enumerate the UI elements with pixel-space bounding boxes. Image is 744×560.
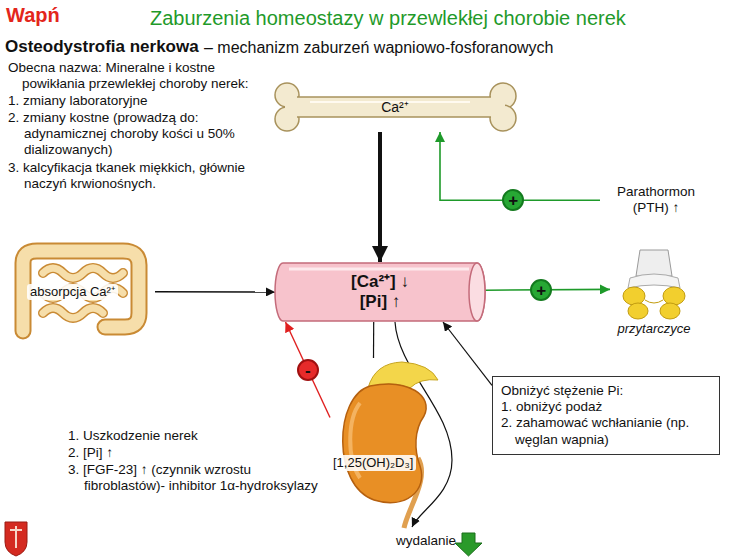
university-logo: [5, 522, 27, 556]
intestine-shape: [23, 251, 139, 331]
node-text: Obniżyć stężenie Pi:: [501, 383, 711, 399]
node-text: Ca²⁺: [270, 99, 520, 116]
filtration-line: [373, 322, 374, 358]
bone-illustration: Ca²⁺: [270, 82, 520, 132]
subtitle: Osteodystrofia nerkowa: [5, 37, 199, 57]
therapy-arrow: [443, 322, 492, 385]
hormone-label: Parathormon (PTH) ↑: [600, 184, 712, 216]
release-arrow: [378, 132, 382, 262]
list-item: 1. zmiany laboratoryjne: [8, 93, 270, 109]
node-text: [Ca²⁺] ↓: [351, 272, 409, 292]
kidney-illustration: [1,25(OH)₂D₃]: [330, 358, 475, 528]
list-item: 3. [FGF-23] ↑ (czynnik wzrostu fibroblas…: [68, 462, 323, 494]
node-outline: [330, 358, 475, 528]
note-box: Obniżyć stężenie Pi:1. obniżyć podaż2. z…: [492, 376, 720, 455]
vessel-shape: [275, 263, 485, 321]
node-text: [1,25(OH)₂D₃]: [330, 455, 416, 471]
excretion-arrow: [455, 533, 482, 556]
subtitle: – mechanizm zaburzeń wapniowo-fosforanow…: [204, 38, 554, 57]
node-text: przytarczyce: [610, 321, 698, 337]
parathyroid-shape: [623, 250, 685, 319]
effect-sign: -: [297, 359, 319, 381]
absorption-arrow: [155, 291, 275, 293]
list-item: 2. zmiany kostne (prowadzą do: adynamicz…: [8, 110, 270, 159]
kidney-shape: [343, 362, 438, 528]
list-item: 3. kalcyfikacja tkanek miękkich, głównie…: [8, 160, 270, 192]
note-text: Obecna nazwa: Mineralne i kostne powikła…: [8, 60, 270, 92]
list-item: 1. Uszkodzenie nerek: [68, 428, 323, 444]
intestine-illustration: absorpcja Ca²⁺: [5, 243, 155, 335]
node-text: [Pi] ↑: [360, 292, 401, 312]
blood-vessel: [Ca²⁺] ↓[Pi] ↑: [275, 262, 485, 322]
inhibition-arrow: [286, 322, 331, 418]
node-text: absorpcja Ca²⁺: [27, 284, 118, 300]
section-tag: Wapń: [6, 3, 60, 27]
effect-sign: +: [502, 189, 524, 211]
page-title: Zaburzenia homeostazy w przewlekłej chor…: [150, 6, 626, 30]
stimulation-arrow: [440, 132, 600, 200]
list-item: 2. [Pi] ↑: [68, 445, 323, 461]
node-text: 1. obniżyć podaż: [501, 399, 711, 415]
node-text: Parathormon (PTH) ↑: [600, 184, 712, 216]
parathyroid-illustration: przytarczyce: [610, 248, 698, 340]
node-text: 2. zahamować wchłanianie (np. węglan wap…: [501, 415, 711, 447]
effect-sign: +: [530, 279, 552, 301]
process-label: wydalanie: [396, 533, 456, 549]
